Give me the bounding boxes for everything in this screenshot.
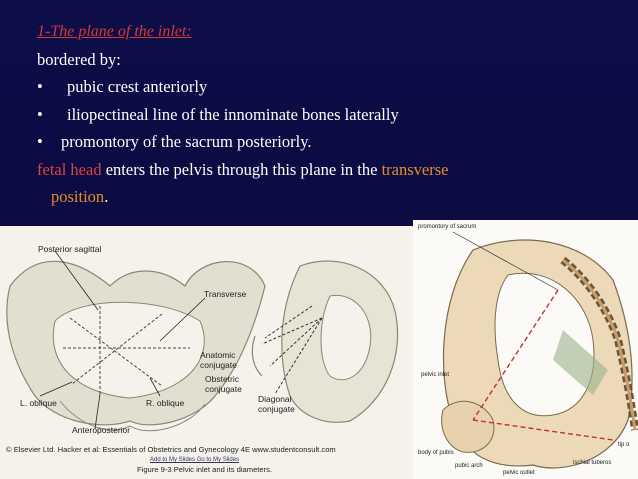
bullet-item: • iliopectineal line of the innominate b… [37,101,627,129]
pelvis-illustration [6,250,399,432]
intro-line: bordered by: [37,49,121,69]
label-promontory: promontory of sacrum [418,224,477,230]
sentence-continuation: position. [37,183,627,211]
fetal-head-term: fetal head [37,159,102,179]
label-anteroposterior: Anteroposterior [72,425,131,435]
label-r-oblique: R. oblique [146,398,185,408]
transverse-term: transverse [381,159,449,179]
figure-caption: Figure 9-3 Pelvic inlet and its diameter… [137,465,273,474]
label-diagonal-conjugate: Diagonal conjugate [258,394,295,414]
label-body-of-pubis: body of pubis [418,450,454,456]
label-l-oblique: L. oblique [20,398,57,408]
bullet-mark: • [37,77,43,96]
slide-title: 1-The plane of the inlet: [37,23,192,40]
bullet-item: • promontory of the sacrum posteriorly. [37,128,627,156]
slide-text: 1-The plane of the inlet: bordered by: •… [37,18,627,211]
figure-copyright: © Elsevier Ltd. Hacker et al: Essentials… [6,445,336,454]
slide-links[interactable]: Add to My Slides Go to My Slides [150,457,240,463]
label-transverse: Transverse [204,289,247,299]
pelvic-inlet-diameters-figure: Posterior sagittal Transverse Anatomic c… [0,226,413,479]
bullet-mark: • [37,104,43,124]
label-pubic-arch: pubic arch [455,463,483,469]
sentence-middle: enters the pelvis through this plane in … [101,159,382,179]
bullet-mark: • [37,132,43,151]
bullet-text: iliopectineal line of the innominate bon… [67,104,399,124]
sentence-end: . [104,187,109,206]
position-term: position [51,187,105,206]
label-ischial: ischial tuberos [573,460,612,466]
label-pelvic-inlet: pelvic inlet [421,372,450,378]
label-pelvic-outlet: pelvic outlet [503,470,535,476]
sagittal-pelvis-illustration [441,231,638,469]
bullet-text: pubic crest anteriorly [67,77,208,96]
bullet-item: • pubic crest anteriorly [37,73,627,101]
label-posterior-sagittal: Posterior sagittal [38,244,102,254]
label-obstetric-conjugate: Obstetric conjugate [205,374,242,394]
sentence: fetal head enters the pelvis through thi… [37,156,627,184]
pelvis-sagittal-figure: promontory of sacrum pelvic inlet body o… [413,220,638,479]
label-anatomic-conjugate: Anatomic conjugate [200,350,237,370]
label-tip: tip o [618,442,630,448]
bullet-text: promontory of the sacrum posteriorly. [61,132,312,151]
